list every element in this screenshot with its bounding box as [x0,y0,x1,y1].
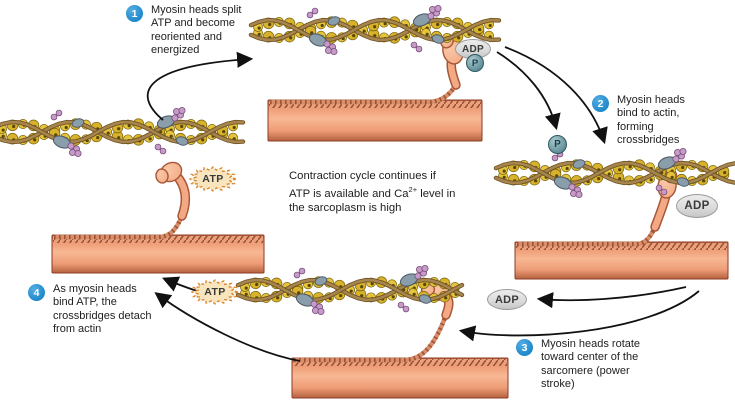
caption-text-post: level in the sarcoplasm is high [289,187,456,214]
step-3-text: Myosin heads rotate toward center of the… [541,338,641,391]
step-1-label: 1 Myosin heads split ATP and become reor… [126,4,268,58]
step-4-label: 4 As myosin heads bind ATP, the crossbri… [28,283,188,337]
cycle-condition-caption: Contraction cycle continues if ATP is av… [289,169,489,215]
step-4-text: As myosin heads bind ATP, the crossbridg… [53,283,152,336]
atp-starburst-icon [189,166,237,192]
atp-label: ATP [204,286,226,298]
step-2-label: 2 Myosin heads bind to actin, forming cr… [592,94,728,148]
adp-badge-released: ADP [487,289,527,310]
caption-text-pre: Contraction cycle continues if ATP is av… [289,170,436,200]
atp-label: ATP [202,173,224,185]
step-3-number: 3 [516,339,533,356]
atp-badge-binding: ATP [191,279,239,305]
step-2-text: Myosin heads bind to actin, forming cros… [617,94,685,147]
atp-badge-detached: ATP [189,166,237,192]
adp-badge-crossbridge: ADP [676,194,718,218]
step-1-number: 1 [126,5,143,22]
caption-superscript: 2+ [408,185,418,194]
phosphate-badge-attached: P [466,54,484,72]
step-1-text: Myosin heads split ATP and become reorie… [151,4,242,57]
step-4-number: 4 [28,284,45,301]
step-3-label: 3 Myosin heads rotate toward center of t… [516,338,706,392]
step-2-number: 2 [592,95,609,112]
phosphate-badge-released: P [548,135,567,154]
atp-starburst-icon [191,279,239,305]
